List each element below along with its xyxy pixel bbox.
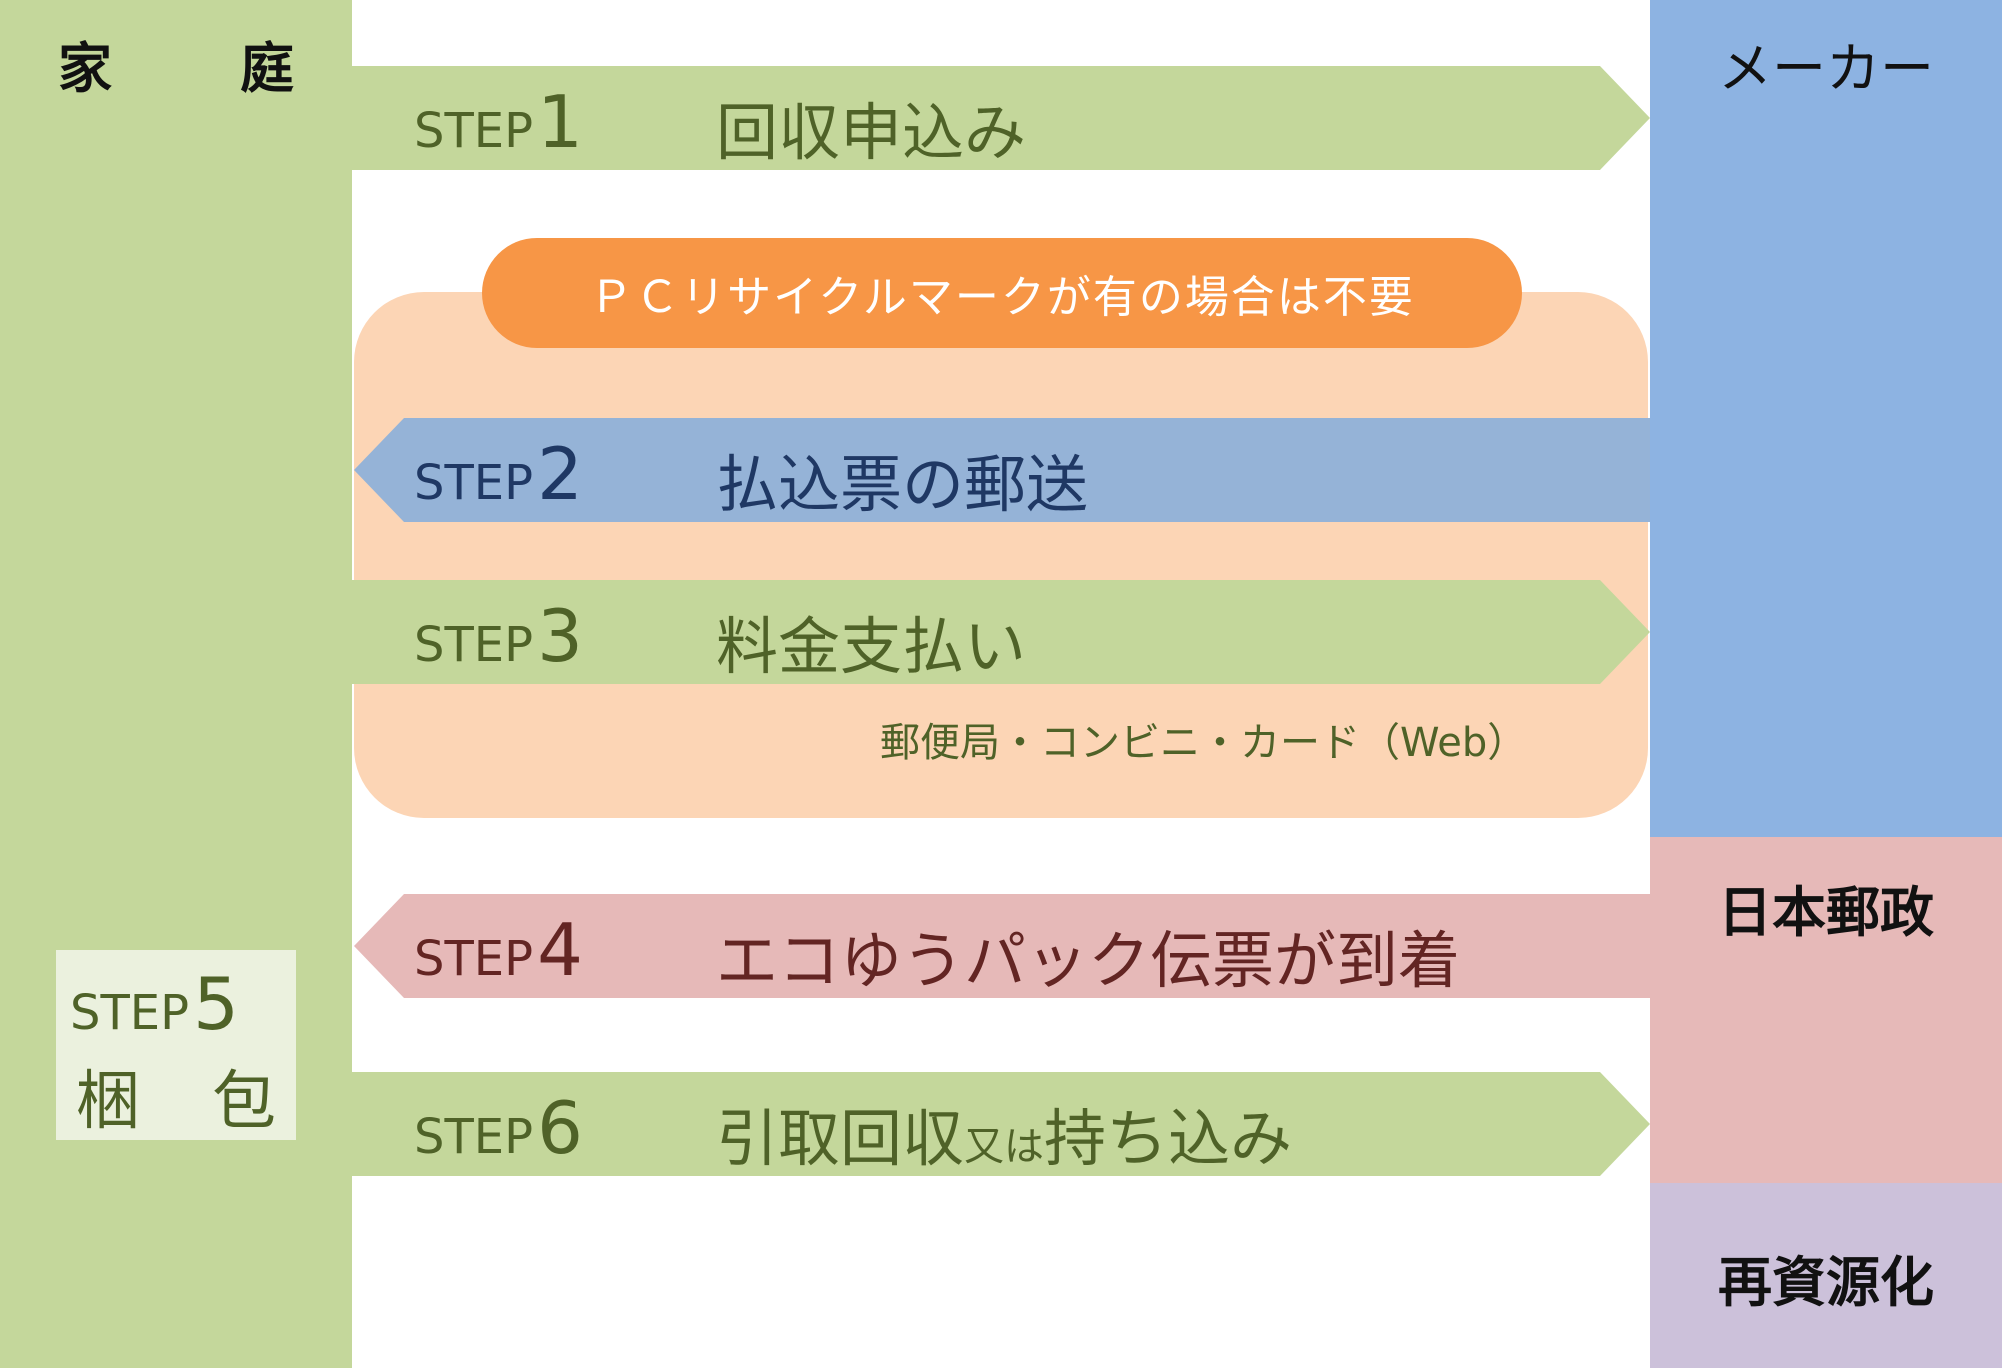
step1-label: STEP 1 <box>414 80 583 164</box>
recycling-column <box>1650 1183 2002 1368</box>
step6-text: 引取回収又は持ち込み <box>716 1102 1293 1175</box>
step5-box <box>56 950 296 1140</box>
step1-text: 回収申込み <box>716 96 1027 169</box>
maker-column <box>1650 0 2002 837</box>
home-title: 家 庭 <box>58 37 294 100</box>
japan-post-column <box>1650 837 2002 1183</box>
step1-arrow <box>352 66 1650 170</box>
step4-text: エコゆうパック伝票が到着 <box>716 924 1461 997</box>
step3-label: STEP 3 <box>414 594 583 678</box>
step2-arrow <box>354 418 1650 522</box>
maker-title: メーカー <box>1718 37 1934 100</box>
step5-label: STEP 5 <box>70 962 239 1046</box>
step2-text: 払込票の郵送 <box>716 448 1089 521</box>
step6-arrow <box>352 1072 1650 1176</box>
recycling-title: 再資源化 <box>1718 1251 1934 1314</box>
payment-methods: 郵便局・コンビニ・カード（Web） <box>880 720 1528 766</box>
recycle-mark-note: ＰＣリサイクルマークが有の場合は不要 <box>482 238 1522 348</box>
step2-label: STEP 2 <box>414 432 583 516</box>
step3-text: 料金支払い <box>716 610 1027 683</box>
step6-label: STEP 6 <box>414 1086 583 1170</box>
step4-arrow <box>354 894 1650 998</box>
recycle-mark-panel <box>354 292 1648 818</box>
step5-text: 梱 包 <box>76 1065 276 1139</box>
japan-post-title: 日本郵政 <box>1718 881 1934 944</box>
home-column <box>0 0 352 1368</box>
step4-label: STEP 4 <box>414 908 583 992</box>
step3-arrow <box>352 580 1650 684</box>
